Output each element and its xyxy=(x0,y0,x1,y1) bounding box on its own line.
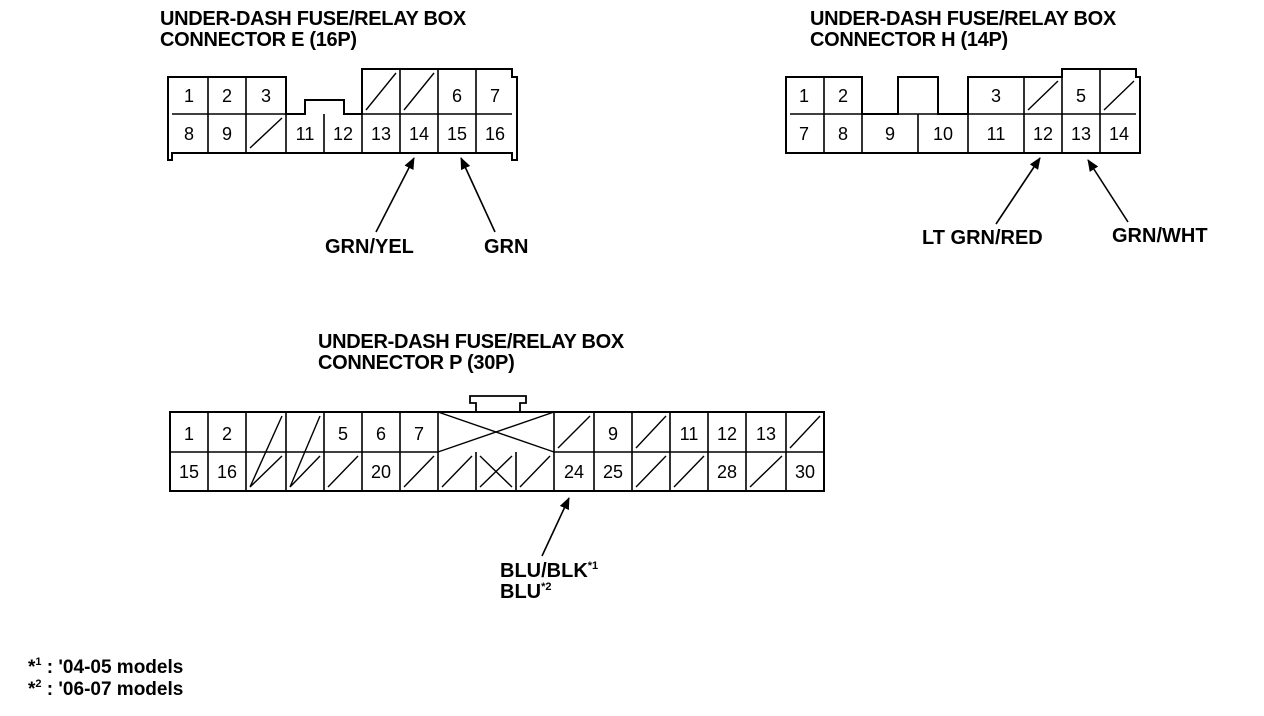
connector-e-title-line2: CONNECTOR E (16P) xyxy=(160,29,357,51)
connector-h-pin: 13 xyxy=(1071,124,1091,144)
connector-e-pin: 8 xyxy=(184,124,194,144)
connector-p-title: UNDER-DASH FUSE/RELAY BOX CONNECTOR P (3… xyxy=(318,332,624,374)
connector-e-pin: 13 xyxy=(371,124,391,144)
connector-e-pin: 16 xyxy=(485,124,505,144)
connector-p-wire-blu-blk xyxy=(541,497,570,557)
connector-e-blank-cells xyxy=(249,72,435,149)
footnote-mark-2: *2 xyxy=(541,581,552,593)
connector-p-pin: 6 xyxy=(376,424,386,444)
footnote-mark-1: *1 xyxy=(587,560,599,572)
wire-label-blu: BLU*2 xyxy=(500,582,552,603)
connector-p-pin: 2 xyxy=(222,424,232,444)
footnote-1-sup: 1 xyxy=(35,656,42,668)
connector-e-housing xyxy=(167,68,518,161)
connector-e-pin: 14 xyxy=(409,124,429,144)
connector-e-pin: 9 xyxy=(222,124,232,144)
connector-e xyxy=(167,68,518,233)
connector-p-title-line2: CONNECTOR P (30P) xyxy=(318,352,515,374)
connector-e-wire-grn-yel xyxy=(375,157,415,233)
connector-h-pin: 14 xyxy=(1109,124,1129,144)
connector-h xyxy=(785,68,1141,225)
connector-e-title: UNDER-DASH FUSE/RELAY BOX CONNECTOR E (1… xyxy=(160,9,466,51)
connector-p-pin: 25 xyxy=(603,462,623,482)
footnote-2-text: : '06-07 models xyxy=(41,679,184,700)
connector-h-pin: 2 xyxy=(838,86,848,106)
connector-h-pin-labels: 1 2 3 5 7 8 9 10 11 12 13 14 xyxy=(799,86,1129,144)
connector-e-pin: 12 xyxy=(333,124,353,144)
connector-h-pin: 5 xyxy=(1076,86,1086,106)
connector-h-wire-grn-wht xyxy=(1087,159,1129,223)
connector-h-pin: 10 xyxy=(933,124,953,144)
connector-e-pin: 2 xyxy=(222,86,232,106)
connector-p xyxy=(169,395,825,557)
connector-p-blank-cells xyxy=(249,411,821,488)
connector-p-pin: 16 xyxy=(217,462,237,482)
connector-h-title-line2: CONNECTOR H (14P) xyxy=(810,29,1008,51)
connector-e-pin: 15 xyxy=(447,124,467,144)
connector-h-pin: 11 xyxy=(987,124,1006,144)
connector-e-wire-grn xyxy=(460,157,496,233)
connector-h-pin: 7 xyxy=(799,124,809,144)
wire-label-grn-wht: GRN/WHT xyxy=(1112,225,1208,247)
wire-label-grn-yel: GRN/YEL xyxy=(325,236,414,258)
connector-p-pin: 28 xyxy=(717,462,737,482)
connector-e-grid xyxy=(172,69,512,154)
connector-e-pin: 11 xyxy=(296,124,315,144)
connector-h-pin: 3 xyxy=(991,86,1001,106)
connector-e-pin: 7 xyxy=(490,86,500,106)
connector-p-pin: 15 xyxy=(179,462,199,482)
connector-p-pin: 24 xyxy=(564,462,584,482)
connector-h-blank-cells xyxy=(1027,80,1135,111)
connector-h-pin: 1 xyxy=(799,86,809,106)
connector-p-pin: 5 xyxy=(338,424,348,444)
wire-label-blu-blk-text: BLU/BLK xyxy=(500,560,588,582)
connector-h-pin: 12 xyxy=(1033,124,1053,144)
connector-h-title: UNDER-DASH FUSE/RELAY BOX CONNECTOR H (1… xyxy=(810,9,1116,51)
connector-p-pin: 12 xyxy=(717,424,737,444)
connector-p-pin: 7 xyxy=(414,424,424,444)
connector-p-pin-labels: 1 2 5 6 7 9 11 12 13 15 16 20 24 25 28 3… xyxy=(179,424,815,482)
connector-p-pin: 9 xyxy=(608,424,618,444)
connector-e-pin-labels: 1 2 3 6 7 8 9 11 12 13 14 15 16 xyxy=(184,86,505,144)
footnote-1: *1 : '04-05 models xyxy=(28,656,184,679)
connector-p-latch xyxy=(469,395,527,412)
connector-p-pin: 11 xyxy=(680,424,699,444)
connector-h-title-line1: UNDER-DASH FUSE/RELAY BOX xyxy=(810,8,1116,30)
connector-e-pin: 6 xyxy=(452,86,462,106)
connector-p-pin: 30 xyxy=(795,462,815,482)
connector-p-pin: 1 xyxy=(184,424,194,444)
footnote-2-sup: 2 xyxy=(35,678,42,690)
wire-label-blu-blk: BLU/BLK*1 xyxy=(500,561,598,582)
connector-h-grid xyxy=(790,69,1136,153)
connector-e-pin: 3 xyxy=(261,86,271,106)
wire-label-lt-grn-red: LT GRN/RED xyxy=(922,227,1043,249)
connector-e-title-line1: UNDER-DASH FUSE/RELAY BOX xyxy=(160,8,466,30)
connector-h-pin: 8 xyxy=(838,124,848,144)
wire-label-blu-text: BLU xyxy=(500,581,542,603)
connector-p-title-line1: UNDER-DASH FUSE/RELAY BOX xyxy=(318,331,624,353)
connector-h-pin: 9 xyxy=(885,124,895,144)
connector-h-wire-lt-grn-red xyxy=(995,157,1041,225)
connector-p-pin: 13 xyxy=(756,424,776,444)
footnote-2: *2 : '06-07 models xyxy=(28,678,184,701)
connector-h-housing xyxy=(785,68,1141,154)
connector-p-grid xyxy=(170,412,824,491)
connector-e-pin: 1 xyxy=(184,86,194,106)
connector-p-pin: 20 xyxy=(371,462,391,482)
footnote-1-text: : '04-05 models xyxy=(41,657,184,678)
footnote-2-mark: * xyxy=(28,679,36,700)
footnote-1-mark: * xyxy=(28,657,36,678)
wire-label-grn: GRN xyxy=(484,236,529,258)
